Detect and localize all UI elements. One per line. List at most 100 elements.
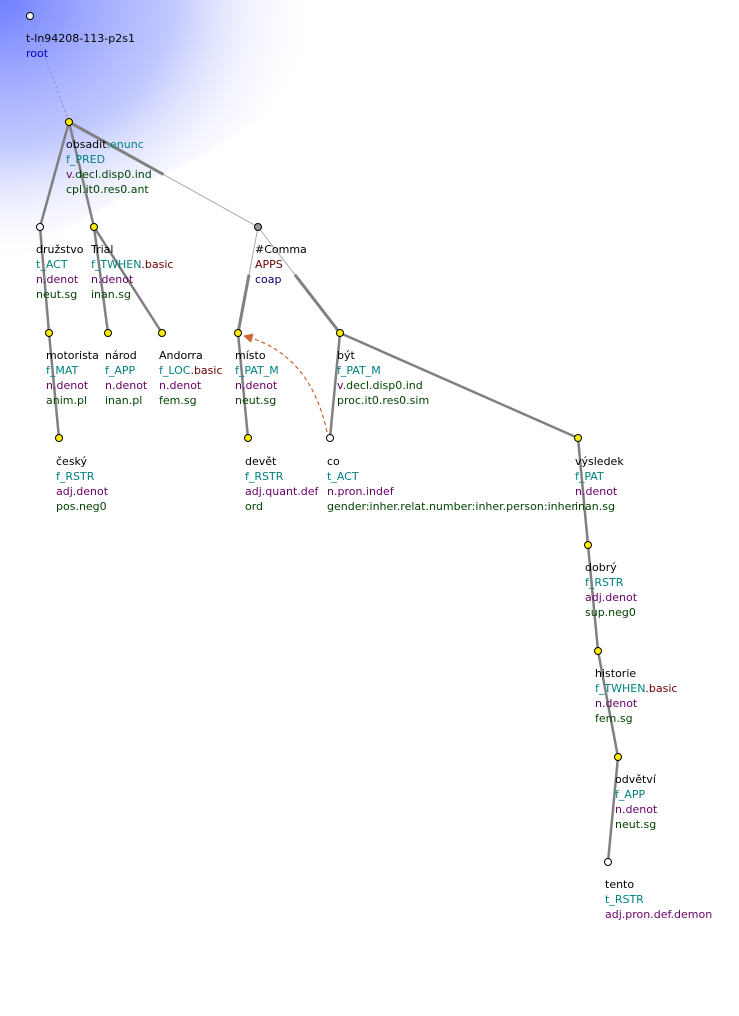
node-motorista[interactable] bbox=[45, 329, 53, 337]
node-historie[interactable] bbox=[594, 647, 602, 655]
edge-vysledek-dobry bbox=[576, 437, 590, 546]
label-cesky-3: pos.neg0 bbox=[56, 500, 107, 513]
node-trial[interactable] bbox=[90, 223, 98, 231]
label-obsadit-3: cpl.it0.res0.ant bbox=[66, 183, 149, 196]
edge-misto-devet bbox=[236, 332, 250, 439]
label-byt-1: f_PAT_M bbox=[337, 364, 381, 377]
label-andorra-0: Andorra bbox=[159, 349, 203, 362]
node-odvetvi[interactable] bbox=[614, 753, 622, 761]
label-historie-3: fem.sg bbox=[595, 712, 633, 725]
node-vysledek[interactable] bbox=[574, 434, 582, 442]
label-narod-2: n.denot bbox=[105, 379, 148, 392]
label-andorra-1: f_LOC.basic bbox=[159, 364, 223, 377]
node-druzstvo[interactable] bbox=[36, 223, 44, 231]
node-devet[interactable] bbox=[244, 434, 252, 442]
node-tento[interactable] bbox=[604, 858, 612, 866]
root-label: root bbox=[26, 47, 49, 60]
label-motorista-2: n.denot bbox=[46, 379, 89, 392]
label-comma-0: #Comma bbox=[255, 243, 307, 256]
edge-obsadit-comma-bold bbox=[68, 120, 165, 176]
label-devet-1: f_RSTR bbox=[245, 470, 284, 483]
label-vysledek-3: inan.sg bbox=[575, 500, 615, 513]
label-dobry-2: adj.denot bbox=[585, 591, 638, 604]
edge-byt-co bbox=[328, 332, 342, 439]
label-trial-3: inan.sg bbox=[91, 288, 131, 301]
label-cesky-0: český bbox=[56, 455, 88, 468]
label-druzstvo-3: neut.sg bbox=[36, 288, 77, 301]
edge-obsadit-druzstvo bbox=[38, 121, 71, 228]
label-dobry-3: sup.neg0 bbox=[585, 606, 636, 619]
label-misto-2: n.denot bbox=[235, 379, 278, 392]
label-odvetvi-1: f_APP bbox=[615, 788, 646, 801]
label-narod-0: národ bbox=[105, 349, 137, 362]
label-trial-1: f_TWHEN.basic bbox=[91, 258, 173, 271]
label-trial-2: n.denot bbox=[91, 273, 134, 286]
label-narod-1: f_APP bbox=[105, 364, 136, 377]
node-comma[interactable] bbox=[254, 223, 262, 231]
label-comma-1: APPS bbox=[255, 258, 283, 271]
node-byt[interactable] bbox=[336, 329, 344, 337]
label-co-2: n.pron.indef bbox=[327, 485, 395, 498]
label-co-3: gender:inher.relat.number:inher.person:i… bbox=[327, 500, 576, 513]
edge-root-obsadit bbox=[29, 15, 70, 123]
label-obsadit-2: v.decl.disp0.ind bbox=[66, 168, 152, 181]
node-misto[interactable] bbox=[234, 329, 242, 337]
edges-layer bbox=[29, 15, 620, 863]
label-vysledek-2: n.denot bbox=[575, 485, 618, 498]
label-trial-0: Trial bbox=[90, 243, 113, 256]
label-tento-0: tento bbox=[605, 878, 634, 891]
label-dobry-1: f_RSTR bbox=[585, 576, 624, 589]
selection-highlight bbox=[0, 0, 320, 270]
label-historie-0: historie bbox=[595, 667, 636, 680]
edge-motorista-cesky bbox=[47, 332, 61, 439]
edge-trial-andorra bbox=[92, 226, 164, 334]
label-co-1: t_ACT bbox=[327, 470, 359, 483]
label-obsadit-0: obsadit.enunc bbox=[66, 138, 144, 151]
labels-layer: t-ln94208-113-p2s1 root obsadit.enunc f_PRE… bbox=[26, 32, 712, 921]
label-andorra-2: n.denot bbox=[159, 379, 202, 392]
label-druzstvo-0: družstvo bbox=[36, 243, 84, 256]
node-obsadit[interactable] bbox=[65, 118, 73, 126]
node-andorra[interactable] bbox=[158, 329, 166, 337]
label-byt-3: proc.it0.res0.sim bbox=[337, 394, 429, 407]
coref-arrow-co-misto bbox=[243, 333, 328, 433]
root-id-label: t-ln94208-113-p2s1 bbox=[26, 32, 135, 45]
coreference-layer bbox=[243, 333, 328, 433]
label-odvetvi-3: neut.sg bbox=[615, 818, 656, 831]
label-druzstvo-2: n.denot bbox=[36, 273, 79, 286]
label-co-0: co bbox=[327, 455, 340, 468]
label-devet-3: ord bbox=[245, 500, 263, 513]
label-druzstvo-1: t_ACT bbox=[36, 258, 68, 271]
edge-byt-vysledek bbox=[339, 331, 579, 440]
node-cesky[interactable] bbox=[55, 434, 63, 442]
edge-obsadit-trial bbox=[67, 121, 96, 228]
label-tento-1: t_RSTR bbox=[605, 893, 644, 906]
label-historie-1: f_TWHEN.basic bbox=[595, 682, 677, 695]
node-co[interactable] bbox=[326, 434, 334, 442]
edge-dobry-historie bbox=[586, 544, 600, 652]
node-root[interactable] bbox=[26, 12, 34, 20]
label-misto-0: místo bbox=[235, 349, 266, 362]
node-narod[interactable] bbox=[104, 329, 112, 337]
edge-comma-misto-bold bbox=[236, 274, 251, 334]
label-devet-0: devět bbox=[245, 455, 277, 468]
label-vysledek-0: výsledek bbox=[575, 455, 624, 468]
label-andorra-3: fem.sg bbox=[159, 394, 197, 407]
label-odvetvi-0: odvětví bbox=[615, 773, 657, 786]
edge-odvetvi-tento bbox=[606, 756, 620, 863]
label-misto-1: f_PAT_M bbox=[235, 364, 279, 377]
edge-comma-byt-bold bbox=[293, 273, 342, 334]
label-motorista-3: anim.pl bbox=[46, 394, 87, 407]
edge-druzstvo-motorista bbox=[38, 226, 51, 334]
node-dobry[interactable] bbox=[584, 541, 592, 549]
label-obsadit-1: f_PRED bbox=[66, 153, 105, 166]
edge-historie-odvetvi bbox=[596, 650, 620, 758]
label-motorista-0: motorista bbox=[46, 349, 99, 362]
label-historie-2: n.denot bbox=[595, 697, 638, 710]
label-tento-2: adj.pron.def.demon bbox=[605, 908, 712, 921]
label-narod-3: inan.pl bbox=[105, 394, 142, 407]
label-dobry-0: dobrý bbox=[585, 561, 617, 574]
label-vysledek-1: f_PAT bbox=[575, 470, 604, 483]
nodes-layer bbox=[26, 12, 622, 866]
